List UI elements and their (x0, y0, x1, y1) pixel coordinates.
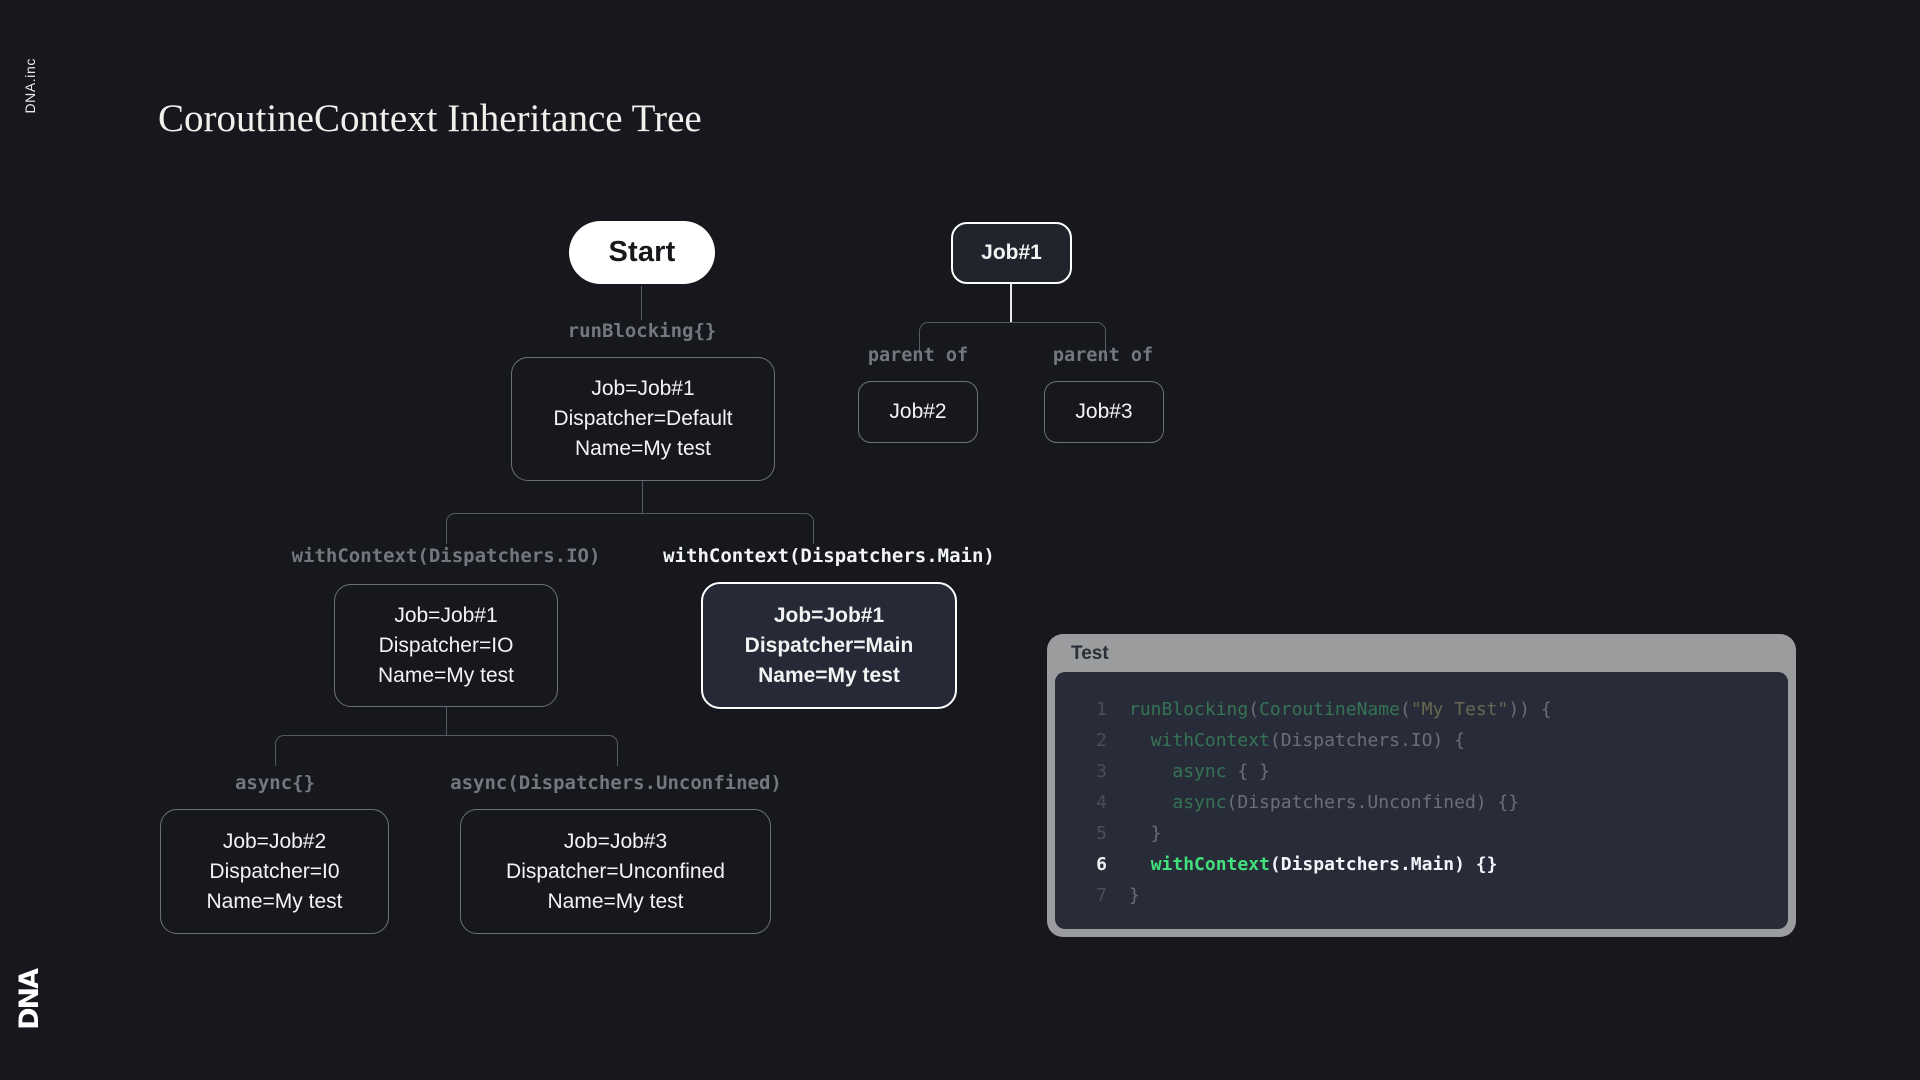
code-line-number: 2 (1096, 730, 1107, 751)
code-line-6: 6 withContext(Dispatchers.Main) {} (1055, 849, 1788, 880)
node-line: Dispatcher=Main (744, 633, 914, 657)
edge-label-parent-of-right: parent of (1052, 345, 1154, 366)
node-job2: Job#2 (858, 381, 978, 443)
node-line: Dispatcher=Default (553, 407, 733, 430)
node-job1: Job#1 (951, 222, 1072, 284)
node-line: Name=My test (378, 663, 514, 687)
branch-root-children (446, 513, 814, 544)
branch-io-children (275, 735, 618, 766)
brand-logo: DNA (14, 970, 45, 1030)
edge-label-withcontext-io: withContext(Dispatchers.IO) (291, 545, 601, 567)
node-line: Job=Job#1 (773, 603, 885, 627)
edge-label-parent-of-left: parent of (867, 345, 969, 366)
node-job3: Job#3 (1044, 381, 1164, 443)
code-line-number: 4 (1096, 792, 1107, 813)
code-line-number: 7 (1096, 885, 1107, 906)
edge-label-runblocking: runBlocking{} (567, 320, 717, 342)
code-line-number: 5 (1096, 823, 1107, 844)
code-line-3: 3 async { } (1055, 756, 1788, 787)
edge-label-async: async{} (234, 772, 316, 794)
node-io-context: Job=Job#1 Dispatcher=IO Name=My test (334, 584, 558, 707)
node-line: Name=My test (547, 889, 684, 913)
node-job3-context: Job=Job#3 Dispatcher=Unconfined Name=My … (460, 809, 771, 934)
code-line-number: 3 (1096, 761, 1107, 782)
node-line: Job=Job#1 (591, 377, 695, 400)
branch-job1-children (919, 322, 1106, 351)
node-line: Name=My test (575, 437, 711, 460)
node-line: Dispatcher=IO (378, 633, 514, 657)
edge-root-branch (642, 481, 643, 513)
node-root-context: Job=Job#1 Dispatcher=Default Name=My tes… (511, 357, 775, 481)
edge-label-async-unconfined: async(Dispatchers.Unconfined) (450, 772, 782, 794)
brand-side-label: DNA.inc (22, 58, 38, 114)
node-line: Dispatcher=Unconfined (506, 859, 725, 883)
code-line-7: 7} (1055, 880, 1788, 911)
code-panel-title: Test (1071, 643, 1109, 664)
code-line-number: 1 (1096, 699, 1107, 720)
edge-label-withcontext-main: withContext(Dispatchers.Main) (663, 545, 995, 567)
edge-start-runblocking (641, 286, 642, 320)
node-job2-context: Job=Job#2 Dispatcher=I0 Name=My test (160, 809, 389, 934)
code-line-4: 4 async(Dispatchers.Unconfined) {} (1055, 787, 1788, 818)
code-line-number: 6 (1096, 854, 1107, 875)
node-main-context-highlighted: Job=Job#1 Dispatcher=Main Name=My test (701, 582, 957, 709)
node-line: Name=My test (758, 663, 900, 687)
node-line: Dispatcher=I0 (209, 859, 340, 883)
node-line: Job=Job#1 (394, 603, 498, 627)
page-title: CoroutineContext Inheritance Tree (158, 97, 702, 140)
code-line-2: 2 withContext(Dispatchers.IO) { (1055, 725, 1788, 756)
node-line: Job=Job#3 (563, 829, 668, 853)
edge-io-branch (446, 707, 447, 735)
node-line: Name=My test (206, 889, 343, 913)
code-line-5: 5 } (1055, 818, 1788, 849)
node-line: Job=Job#2 (222, 829, 327, 853)
start-node: Start (569, 221, 715, 284)
edge-job1-branch (1010, 284, 1012, 322)
